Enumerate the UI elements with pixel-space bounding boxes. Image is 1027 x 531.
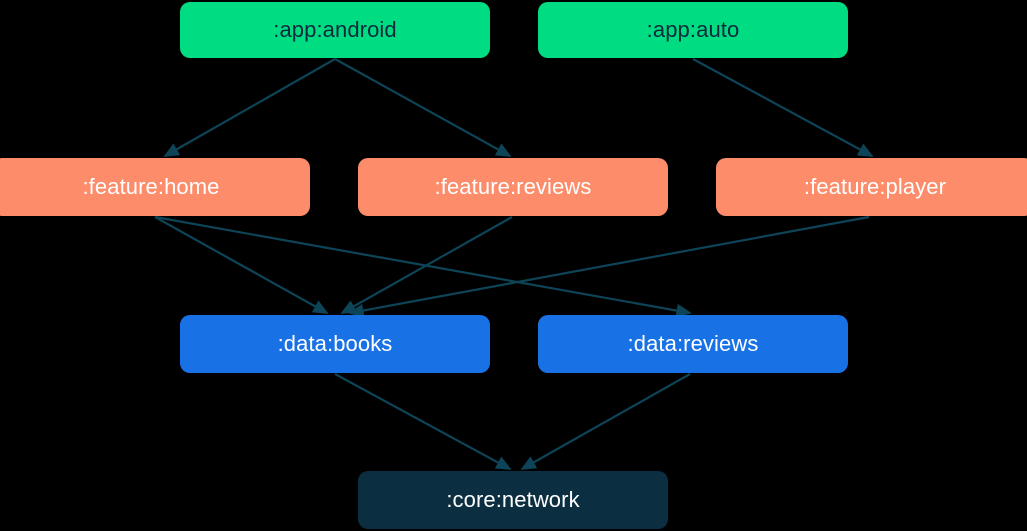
node-label: :app:auto — [646, 17, 740, 42]
edge-feature-player-to-data-books — [348, 215, 870, 318]
edge-feature-home-to-data-reviews — [154, 215, 692, 318]
node-data-reviews[interactable]: :data:reviews — [538, 315, 848, 373]
edge-app-android-to-feature-home — [163, 58, 336, 157]
node-app-android[interactable]: :app:android — [180, 2, 490, 58]
node-feature-home[interactable]: :feature:home — [0, 158, 310, 216]
node-label: :core:network — [446, 487, 580, 512]
node-label: :data:books — [277, 331, 393, 356]
node-label: :feature:player — [803, 174, 947, 199]
node-label: :feature:home — [82, 174, 220, 199]
edge-data-books-to-core-network — [334, 373, 512, 470]
node-core-network[interactable]: :core:network — [358, 471, 668, 529]
node-data-books[interactable]: :data:books — [180, 315, 490, 373]
edge-app-android-to-feature-reviews — [334, 58, 512, 157]
node-label: :data:reviews — [627, 331, 759, 356]
edge-app-auto-to-feature-player — [692, 58, 874, 157]
edge-feature-reviews-to-data-books — [340, 216, 513, 314]
edges-group — [154, 58, 874, 470]
edge-feature-home-to-data-books — [154, 216, 329, 314]
node-label: :app:android — [273, 17, 397, 42]
node-feature-reviews[interactable]: :feature:reviews — [358, 158, 668, 216]
edge-data-reviews-to-core-network — [520, 373, 691, 470]
node-label: :feature:reviews — [434, 174, 592, 199]
node-app-auto[interactable]: :app:auto — [538, 2, 848, 58]
node-feature-player[interactable]: :feature:player — [716, 158, 1027, 216]
